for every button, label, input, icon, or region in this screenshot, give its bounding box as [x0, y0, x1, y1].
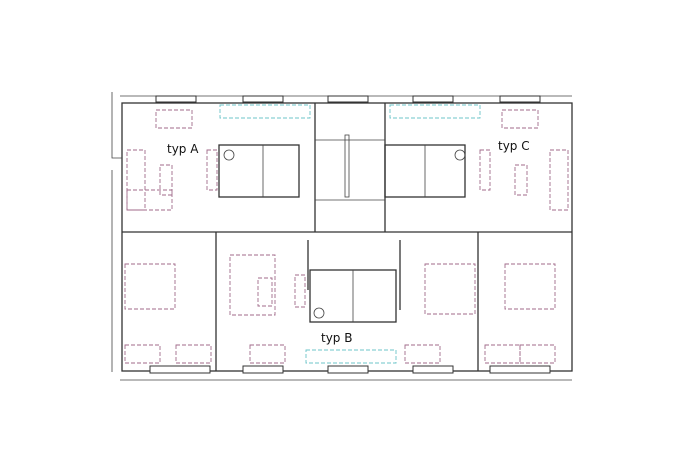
windows: [149, 95, 551, 374]
interior-walls: [122, 103, 572, 371]
bathrooms: [218, 144, 466, 323]
kitchens: [219, 104, 481, 364]
furniture: [124, 109, 569, 364]
label-typ-c: typ C: [498, 139, 530, 153]
label-typ-b: typ B: [321, 331, 352, 345]
room-labels: typ A typ B typ C: [167, 139, 530, 345]
label-typ-a: typ A: [167, 142, 199, 156]
